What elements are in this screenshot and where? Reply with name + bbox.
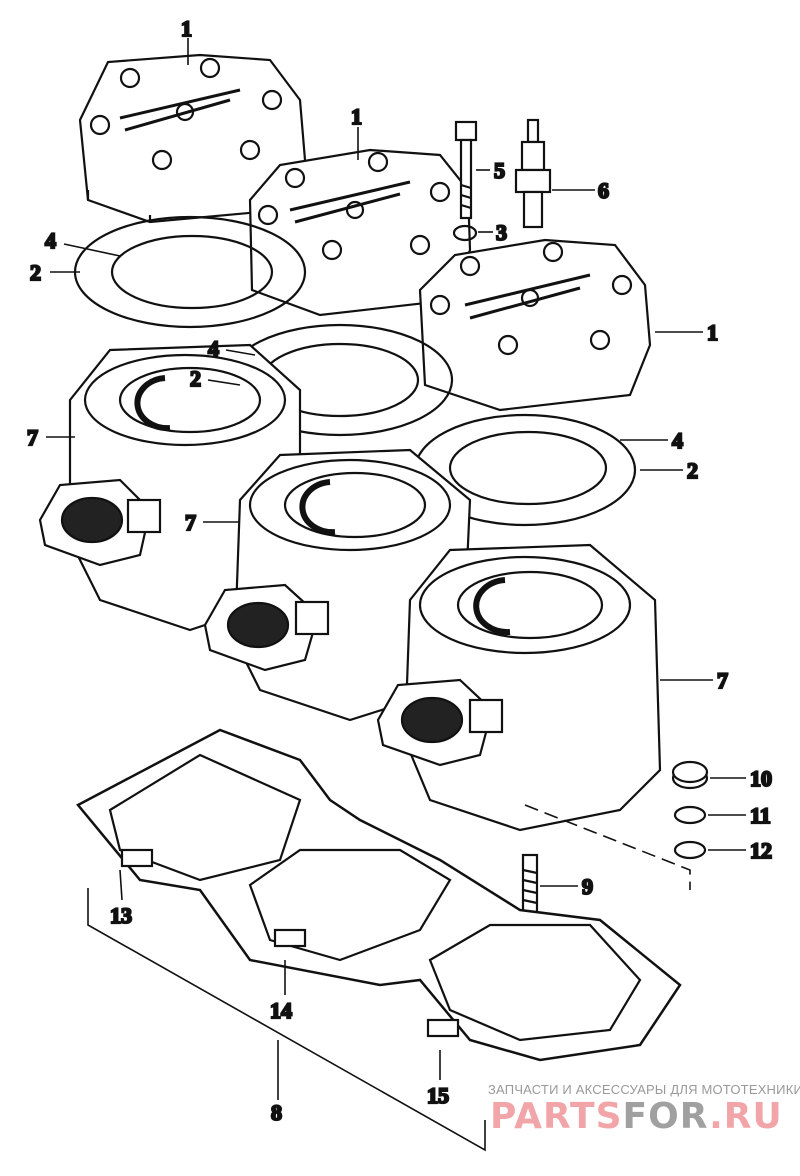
- washer-3: [452, 224, 478, 242]
- callout-kit-8: 8: [271, 1100, 282, 1125]
- callout-lock-washer-11: 11: [750, 803, 771, 828]
- cylinder-head-1: [78, 53, 307, 224]
- callout-base-15: 15: [427, 1083, 449, 1108]
- callout-head-1: 1: [181, 16, 192, 41]
- callout-bolt-5: 5: [494, 158, 505, 183]
- callout-nut-10: 10: [750, 766, 772, 791]
- watermark-brand-3: .RU: [709, 1096, 783, 1137]
- callout-ring-4: 4: [208, 336, 219, 361]
- callout-ring-4: 4: [672, 428, 683, 453]
- head-bolt: [454, 120, 478, 220]
- callout-stud-9: 9: [582, 874, 593, 899]
- watermark-brand-1: PARTS: [490, 1096, 623, 1137]
- spark-plug: [514, 118, 552, 229]
- callout-head-1: 1: [351, 104, 362, 129]
- callout-base-14: 14: [270, 998, 292, 1023]
- cylinder-head-3: [418, 238, 652, 412]
- washer-12: [673, 840, 707, 860]
- callout-gasket-2: 2: [190, 366, 201, 391]
- callout-cylinder-7: 7: [185, 510, 196, 535]
- callout-head-1: 1: [707, 320, 718, 345]
- callout-washer-3: 3: [496, 220, 507, 245]
- lock-washer-11: [673, 805, 707, 825]
- callout-washer-12: 12: [750, 838, 772, 863]
- nut-10: [671, 760, 709, 790]
- leader-lines: [46, 38, 746, 1152]
- callout-gasket-2: 2: [30, 260, 41, 285]
- watermark-logo: PARTSFOR.RU: [490, 1096, 783, 1137]
- callout-ring-4: 4: [45, 228, 56, 253]
- callout-spark-plug-6: 6: [598, 178, 609, 203]
- cylinder-3: [376, 543, 662, 832]
- callout-cylinder-7: 7: [27, 425, 38, 450]
- callout-cylinder-7: 7: [717, 668, 728, 693]
- watermark-subtitle: ЗАПЧАСТИ И АКСЕССУАРЫ ДЛЯ МОТОТЕХНИКИ: [488, 1082, 800, 1097]
- base-gasket: [76, 728, 682, 1062]
- callout-base-13: 13: [110, 903, 132, 928]
- callout-gasket-2: 2: [687, 458, 698, 483]
- watermark-brand-2: FOR: [622, 1096, 710, 1137]
